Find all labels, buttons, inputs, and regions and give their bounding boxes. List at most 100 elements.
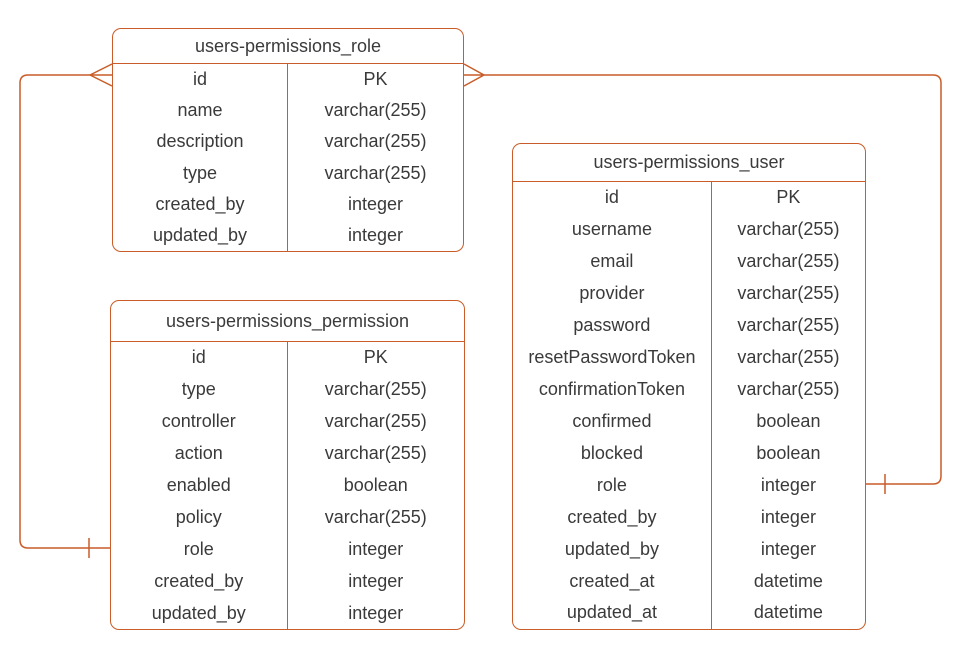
field-row: role integer [513, 469, 865, 502]
field-type: varchar(255) [737, 347, 840, 368]
field-name: created_by [513, 501, 712, 534]
relationship-role-user-line [484, 74, 942, 485]
field-row: type varchar(255) [113, 157, 463, 189]
field-name: id [111, 342, 288, 374]
many-cardinality-icon [463, 63, 485, 87]
field-name: type [111, 373, 288, 406]
field-type: integer [760, 474, 816, 495]
field-name: username [513, 213, 712, 246]
field-type: integer [348, 570, 404, 591]
field-type: varchar(255) [324, 162, 427, 183]
field-type: integer [347, 193, 404, 214]
field-name: role [513, 469, 712, 502]
field-row: blocked boolean [513, 437, 865, 470]
field-name: provider [513, 277, 712, 310]
field-name: role [111, 533, 288, 566]
field-type: integer [760, 538, 816, 559]
field-name: policy [111, 501, 288, 534]
table-body: id PK username varchar(255) email varchar(255… [513, 182, 865, 629]
field-name: controller [111, 405, 288, 438]
field-row: confirmed boolean [513, 405, 865, 438]
field-type: PK [363, 347, 388, 368]
field-type: boolean [756, 410, 821, 431]
field-name: resetPasswordToken [513, 341, 712, 374]
field-row: type varchar(255) [111, 373, 464, 406]
field-name: created_by [113, 188, 288, 220]
field-row: id PK [113, 64, 463, 96]
field-row: provider varchar(255) [513, 277, 865, 310]
field-row: confirmationToken varchar(255) [513, 373, 865, 406]
field-row: role integer [111, 533, 464, 566]
field-row: id PK [513, 182, 865, 214]
relationship-role-permission-line [19, 74, 110, 549]
field-type: datetime [753, 602, 823, 623]
field-type: integer [348, 538, 404, 559]
field-name: updated_by [113, 219, 288, 252]
field-row: username varchar(255) [513, 213, 865, 246]
field-type: varchar(255) [324, 131, 427, 152]
field-row: resetPasswordToken varchar(255) [513, 341, 865, 374]
many-cardinality-icon [89, 63, 113, 87]
field-name: updated_by [513, 533, 712, 566]
field-row: password varchar(255) [513, 309, 865, 342]
field-type: integer [347, 224, 404, 245]
entity-table-users-permissions-user[interactable]: users-permissions_user id PK username varch… [512, 143, 866, 630]
field-row: created_by integer [113, 188, 463, 220]
field-type: varchar(255) [324, 443, 427, 464]
field-name: created_by [111, 565, 288, 598]
field-name: action [111, 437, 288, 470]
field-name: blocked [513, 437, 712, 470]
field-row: action varchar(255) [111, 437, 464, 470]
entity-table-users-permissions-permission[interactable]: users-permissions_permission id PK type var… [110, 300, 465, 630]
field-type: varchar(255) [737, 219, 840, 240]
field-type: integer [348, 602, 404, 623]
field-name: updated_at [513, 596, 712, 629]
field-type: varchar(255) [737, 251, 840, 272]
field-row: updated_by integer [513, 533, 865, 566]
field-type: PK [363, 69, 388, 90]
field-type: boolean [343, 475, 408, 495]
field-name: confirmationToken [513, 373, 712, 406]
table-title: users-permissions_permission [111, 301, 464, 342]
field-name: description [113, 126, 288, 158]
field-type: PK [776, 187, 801, 208]
table-title: users-permissions_user [513, 144, 865, 182]
field-name: password [513, 309, 712, 342]
field-name: email [513, 245, 712, 278]
field-name: updated_by [111, 597, 288, 630]
field-type: varchar(255) [324, 411, 427, 432]
field-row: email varchar(255) [513, 245, 865, 278]
table-body: id PK type varchar(255) controller varchar(25… [111, 342, 464, 630]
field-type: varchar(255) [737, 283, 840, 304]
field-type: varchar(255) [324, 506, 427, 527]
field-row: id PK [111, 342, 464, 374]
field-type: datetime [753, 570, 823, 591]
field-type: varchar(255) [737, 315, 840, 336]
field-name: id [113, 64, 288, 96]
field-name: created_at [513, 565, 712, 597]
field-type: integer [760, 506, 816, 527]
field-row: controller varchar(255) [111, 405, 464, 438]
field-row: created_by integer [111, 565, 464, 598]
field-row: policy varchar(255) [111, 501, 464, 534]
field-row: updated_at datetime [513, 596, 865, 629]
field-name: type [113, 157, 288, 189]
field-row: updated_by integer [113, 219, 463, 252]
field-name: id [513, 182, 712, 214]
field-name: confirmed [513, 405, 712, 438]
table-title: users-permissions_role [113, 29, 463, 64]
field-type: varchar(255) [737, 378, 840, 399]
relationship-role-permission[interactable] [19, 63, 113, 558]
field-type: boolean [756, 442, 821, 463]
field-type: varchar(255) [324, 379, 427, 400]
field-row: created_at datetime [513, 565, 865, 597]
relationship-role-user[interactable] [463, 63, 942, 494]
field-row: created_by integer [513, 501, 865, 534]
field-row: updated_by integer [111, 597, 464, 630]
